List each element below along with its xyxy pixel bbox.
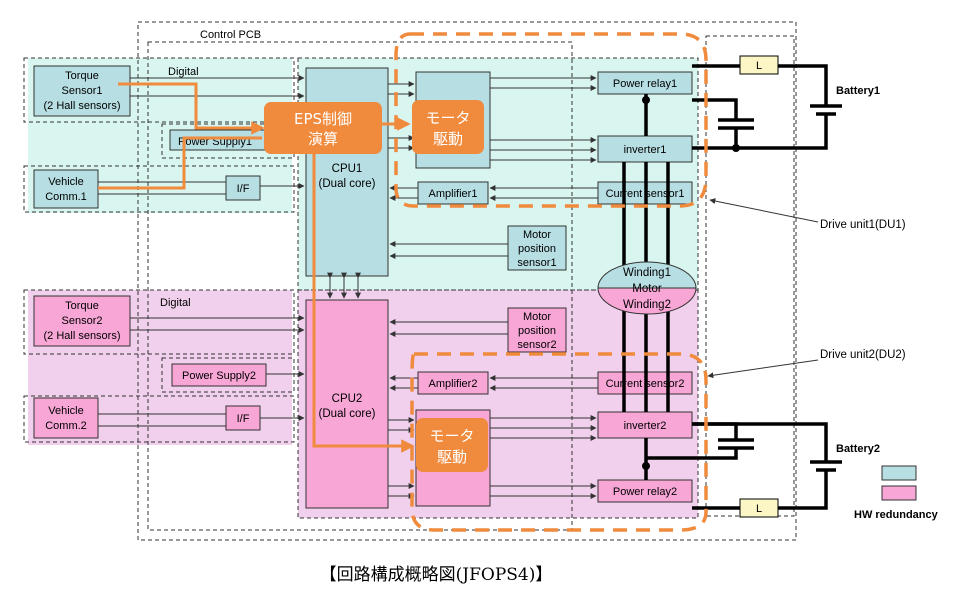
motor-pos1-line3: sensor1 (517, 257, 556, 269)
if1-box (225, 175, 261, 201)
torque-sensor2-box (33, 295, 131, 347)
if1-label: I/F (237, 183, 250, 195)
winding2-label: Winding2 (623, 299, 671, 311)
orange-flow (98, 82, 415, 453)
eps-control-line2: 演算 (308, 130, 338, 148)
du2-label: Drive unit2(DU2) (820, 349, 906, 361)
eps-control-block (264, 102, 382, 154)
motor-position-sensor1-box (507, 225, 567, 271)
du2-pointer (707, 359, 819, 379)
vehicle-comm1-line2: Comm.1 (45, 191, 87, 203)
torque-sensor1-line2: Sensor1 (62, 85, 103, 97)
motor-pos2-line3: sensor2 (517, 339, 556, 351)
inverter1-label: inverter1 (624, 144, 667, 156)
digital-group-2 (23, 289, 295, 355)
legend-label: HW redundancy (854, 509, 939, 521)
battery1-label: Battery1 (836, 85, 880, 97)
motor-drive2-line2: 駆動 (437, 448, 467, 466)
motor-drive1-block (412, 100, 484, 154)
torque-sensor1-line1: Torque (65, 70, 99, 82)
motor: Winding1 Motor Winding2 (597, 261, 697, 315)
vehicle-comm2-line1: Vehicle (48, 405, 83, 417)
digital-group-1 (23, 57, 295, 123)
torque-sensor2-line1: Torque (65, 300, 99, 312)
cpu1-line1: CPU1 (332, 163, 363, 175)
caption: 【回路構成概略図(JFOPS4)】 (320, 565, 553, 585)
vehicle-group-1 (23, 165, 295, 213)
digital-label-2: Digital (160, 297, 191, 309)
control-pcb-frame (137, 21, 797, 541)
cpu1-line2: (Dual core) (319, 178, 376, 190)
amplifier2-box (417, 371, 489, 395)
du1-frame (297, 57, 699, 291)
if2-label: I/F (237, 413, 250, 425)
vehicle-comm2-box (33, 397, 99, 439)
torque-sensor2-line3: (2 Hall sensors) (43, 330, 120, 342)
vehicle-comm2-line2: Comm.2 (45, 420, 87, 432)
inductor1-box (739, 55, 779, 75)
motor-pos2-line1: Motor (523, 311, 551, 323)
du1-label: Drive unit1(DU1) (820, 219, 906, 231)
control-pcb-label: Control PCB (200, 29, 261, 41)
software-region-1 (394, 32, 708, 208)
inductor2-label: L (756, 503, 762, 515)
cpu2-line1: CPU2 (332, 393, 363, 405)
torque-sensor2-line2: Sensor2 (62, 315, 103, 327)
power-frame (705, 35, 795, 517)
eps-control-line1: EPS制御 (294, 110, 352, 128)
cpu2-box (305, 299, 389, 509)
amplifier1-box (417, 181, 489, 205)
inverter1-box (597, 135, 693, 163)
winding1-shape (597, 261, 697, 289)
digital-label-1: Digital (168, 66, 199, 78)
inner-frame (147, 41, 573, 531)
motor-drive2-block (416, 418, 488, 472)
cpu2-line2: (Dual core) (319, 408, 376, 420)
power-group-2 (161, 357, 295, 393)
if2-box (225, 405, 261, 431)
battery2-label: Battery2 (836, 443, 880, 455)
power-relay2-label: Power relay2 (613, 486, 677, 498)
inductor2-box (739, 498, 779, 518)
vehicle-group-2 (23, 395, 295, 443)
motor-drive1-line2: 駆動 (433, 130, 463, 148)
motor-position-sensor2-box (507, 307, 567, 353)
legend-teal-swatch (881, 465, 917, 481)
du1-pointer (709, 198, 819, 223)
winding1-label: Winding1 (623, 267, 671, 279)
power-relay1-label: Power relay1 (613, 78, 677, 90)
signal-wires (98, 75, 598, 499)
torque-sensor1-box (33, 65, 131, 117)
du2-frame (297, 289, 699, 519)
motor-drive1-line1: モータ (425, 109, 470, 127)
motor-pos2-line2: position (518, 325, 556, 337)
winding2-shape (597, 287, 697, 315)
amplifier2-label: Amplifier2 (429, 378, 478, 390)
motor-pos1-line2: position (518, 243, 556, 255)
motor-pos1-line1: Motor (523, 229, 551, 241)
power-supply2-box (171, 363, 267, 387)
torque-sensor1-line3: (2 Hall sensors) (43, 100, 120, 112)
vehicle-comm1-box (33, 169, 99, 209)
motor-label: Motor (632, 283, 662, 295)
legend-pink-swatch (881, 485, 917, 501)
inverter2-label: inverter2 (624, 420, 667, 432)
inductor1-label: L (756, 60, 762, 72)
power-supply2-label: Power Supply2 (182, 370, 256, 382)
amplifier1-label: Amplifier1 (429, 188, 478, 200)
vehicle-comm1-line1: Vehicle (48, 176, 83, 188)
motor-drive2-line1: モータ (429, 427, 474, 445)
